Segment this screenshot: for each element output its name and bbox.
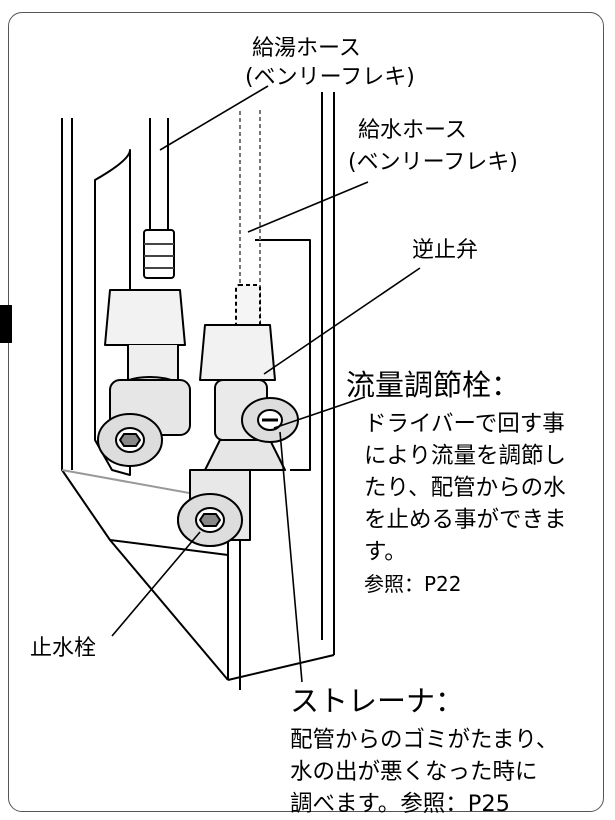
cold-hose-sublabel: (ベンリーフレキ) (348, 150, 518, 175)
stop-cock-label: 止水栓 (30, 636, 97, 661)
cold-hose-label: 給水ホース (358, 118, 467, 143)
strainer-title: ストレーナ： (290, 684, 465, 718)
strainer-line: 水の出が悪くなった時に (290, 759, 538, 785)
flow-valve-line: により流量を調節し (364, 443, 567, 469)
check-valve-label: 逆止弁 (412, 238, 479, 263)
flow-valve-line: たり、配管からの水 (364, 475, 566, 501)
hot-hose-label: 給湯ホース (252, 36, 361, 61)
flow-valve-description: ドライバーで回す事 により流量を調節し たり、配管からの水 を止める事ができま … (364, 408, 567, 568)
hot-hose-sublabel: (ベンリーフレキ) (245, 65, 415, 90)
strainer-line: 調べます。参照：P25 (290, 791, 510, 817)
page-tab-marker (0, 305, 12, 343)
strainer-line: 配管からのゴミがたまり、 (290, 727, 559, 753)
flow-valve-line: を止める事ができま (364, 507, 567, 533)
flow-valve-line: す。 (364, 539, 407, 565)
flow-valve-reference: 参照：P22 (364, 572, 462, 596)
flow-valve-line: ドライバーで回す事 (364, 411, 565, 437)
flow-valve-title: 流量調節栓： (346, 368, 521, 402)
strainer-description: 配管からのゴミがたまり、 水の出が悪くなった時に 調べます。参照：P25 (290, 724, 558, 820)
figure-frame (8, 12, 604, 812)
